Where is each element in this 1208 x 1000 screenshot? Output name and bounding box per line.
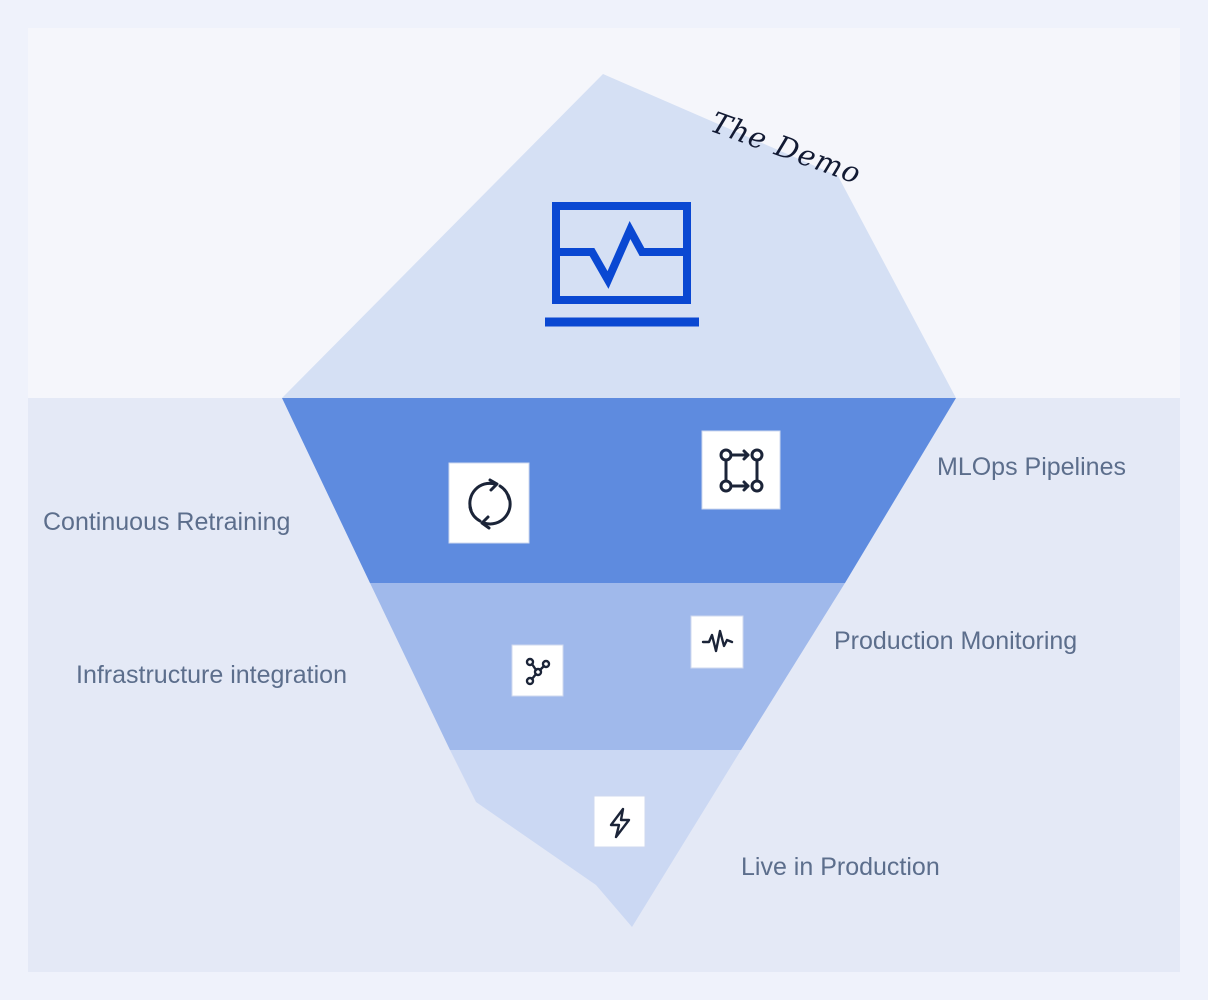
label-mlops-pipelines: MLOps Pipelines	[937, 453, 1126, 481]
iceberg-tip	[282, 74, 956, 398]
network-nodes-icon	[511, 644, 564, 697]
label-live-in-production: Live in Production	[741, 853, 940, 881]
activity-pulse-icon	[690, 615, 744, 669]
lightning-bolt-icon	[593, 795, 646, 848]
refresh-cycle-icon	[448, 462, 530, 544]
pipeline-branch-icon	[701, 430, 781, 510]
label-production-monitoring: Production Monitoring	[834, 627, 1078, 655]
label-continuous-retraining: Continuous Retraining	[43, 508, 291, 536]
iceberg-layer-1	[282, 398, 956, 583]
label-infrastructure-integration: Infrastructure integration	[76, 661, 347, 689]
monitor-with-pulse-icon	[545, 202, 699, 327]
